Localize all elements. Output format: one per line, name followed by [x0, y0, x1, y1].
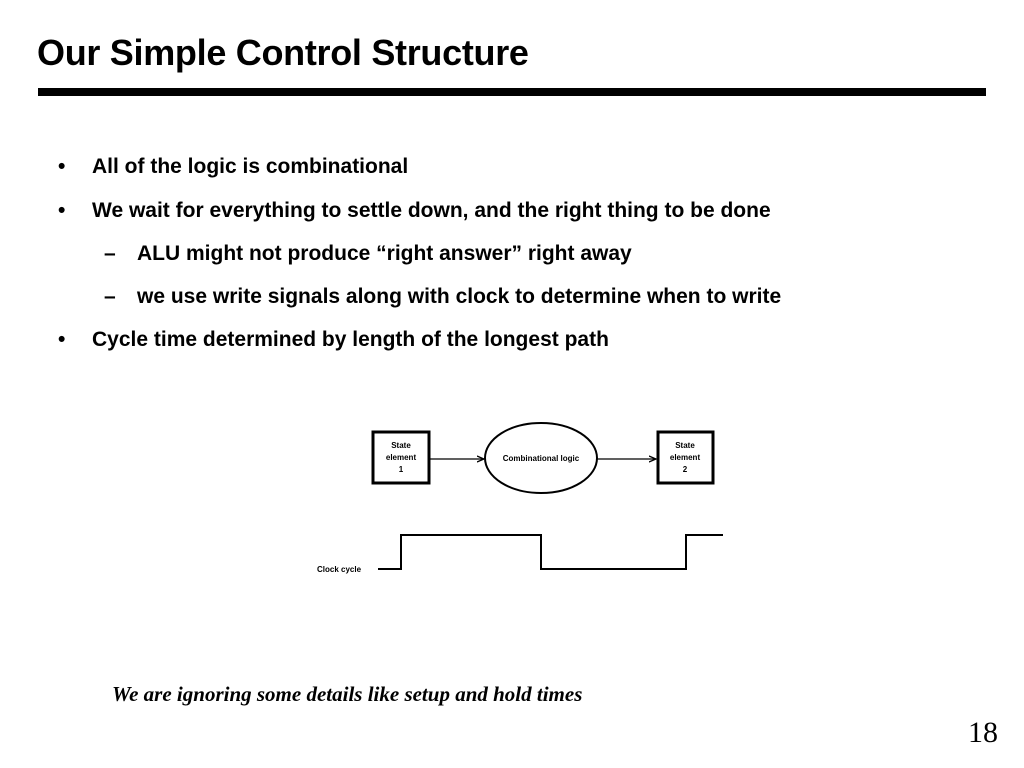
bullet-text: Cycle time determined by length of the l…	[92, 328, 609, 351]
slide-title: Our Simple Control Structure	[37, 32, 529, 73]
sub-bullet-text: ALU might not produce “right answer” rig…	[137, 242, 632, 265]
sub-bullet-marker: –	[104, 285, 116, 308]
footnote: We are ignoring some details like setup …	[112, 682, 583, 706]
state-element-2-line2: element	[670, 453, 701, 462]
state-element-1-box	[371, 430, 431, 485]
clock-waveform	[378, 534, 723, 570]
combinational-logic-block: Combinational logic	[484, 422, 598, 494]
state-element-1-line3: 1	[399, 465, 404, 474]
state-element-1-line1: State	[391, 441, 411, 450]
state-element-2: State element 2	[656, 430, 715, 485]
combinational-logic-label: Combinational logic	[503, 454, 580, 463]
bullet-text: We wait for everything to settle down, a…	[92, 199, 771, 222]
state-element-2-line1: State	[675, 441, 695, 450]
bullet-marker: •	[58, 328, 66, 351]
combinational-logic-ellipse	[484, 422, 598, 494]
state-element-1: State element 1	[371, 430, 431, 485]
sub-bullet-text: we use write signals along with clock to…	[137, 285, 782, 308]
clock-cycle-label: Clock cycle	[317, 565, 362, 574]
state-element-2-box	[656, 430, 715, 485]
title-underline	[38, 88, 986, 96]
bullet-marker: •	[58, 199, 66, 222]
page-number: 18	[968, 716, 998, 749]
bullet-text: All of the logic is combinational	[92, 155, 409, 178]
control-structure-diagram: State element 1 Combinational logic Stat…	[317, 422, 723, 574]
state-element-2-line3: 2	[683, 465, 688, 474]
state-element-1-line2: element	[386, 453, 417, 462]
sub-bullet-marker: –	[104, 242, 116, 265]
bullet-marker: •	[58, 155, 66, 178]
